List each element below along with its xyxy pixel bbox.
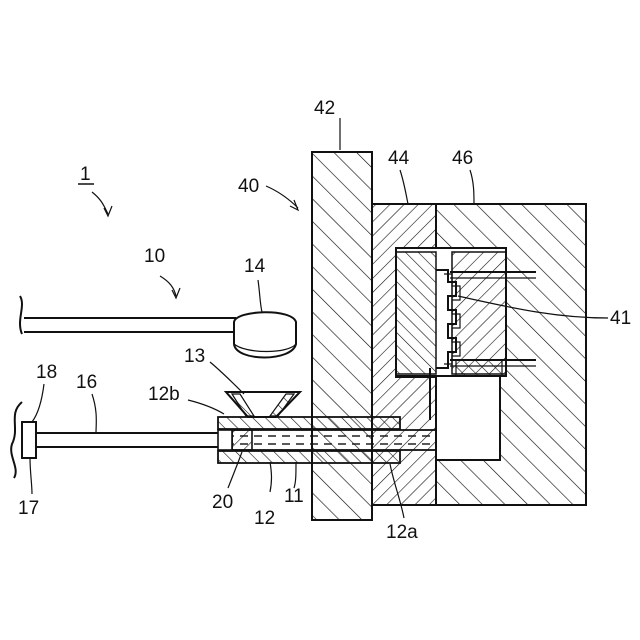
label-cavity: 41 (610, 308, 631, 329)
hopper (226, 392, 300, 417)
label-mold: 40 (238, 176, 259, 197)
label-barrel-end: 12a (386, 522, 418, 543)
feeder-arm (20, 296, 296, 358)
label-barrel: 12 (254, 508, 275, 529)
label-hopper: 13 (184, 346, 205, 367)
fixed-plate (312, 152, 372, 520)
label-plunger: 20 (212, 492, 233, 513)
label-core: 46 (452, 148, 473, 169)
label-actuator: 18 (36, 362, 57, 383)
label-base: 17 (18, 498, 39, 519)
label-fixed-plate: 42 (314, 98, 335, 119)
label-barrel-inlet: 12b (148, 384, 180, 405)
label-assembly: 1 (80, 164, 91, 185)
label-cylinder: 11 (284, 486, 304, 507)
label-block: 44 (388, 148, 410, 169)
label-head: 14 (244, 256, 266, 277)
label-rod: 16 (76, 372, 97, 393)
label-feeder: 10 (144, 246, 165, 267)
rod-assembly (11, 402, 218, 478)
